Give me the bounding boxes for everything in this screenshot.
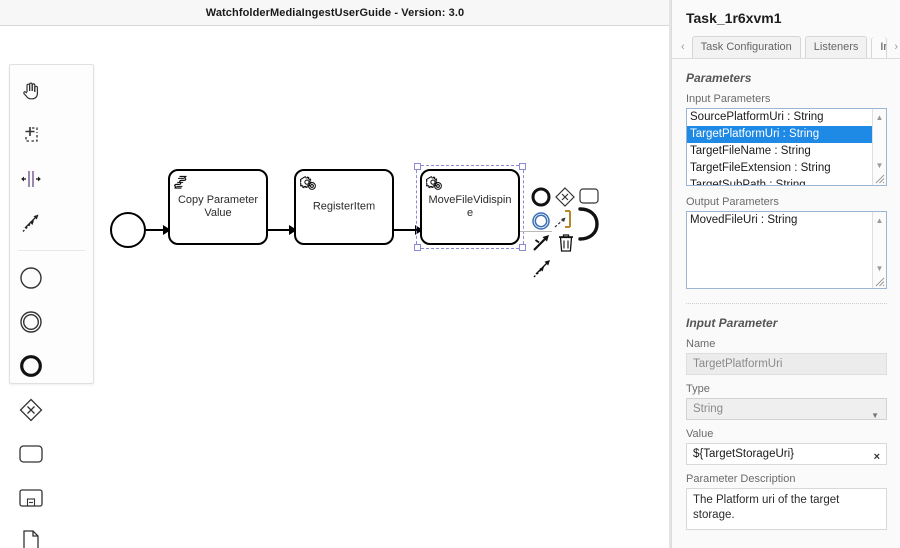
parameter-description-field[interactable]: The Platform uri of the target storage. <box>686 488 887 530</box>
tab-listeners[interactable]: Listeners <box>804 36 868 58</box>
value-field[interactable]: ${TargetStorageUri} × <box>686 443 887 465</box>
append-gateway-icon[interactable] <box>554 186 576 208</box>
task-icon[interactable] <box>10 432 52 476</box>
clear-value-icon[interactable]: × <box>873 451 880 463</box>
panel-splitter[interactable] <box>669 0 671 548</box>
section-divider <box>686 303 887 304</box>
input-parameters-listbox[interactable]: SourcePlatformUri : String TargetPlatfor… <box>686 108 887 186</box>
service-task-icon <box>298 174 320 194</box>
input-parameters-label: Input Parameters <box>686 93 771 105</box>
palette-divider <box>18 250 85 251</box>
sequence-flow-1-arrow <box>163 225 171 235</box>
tab-scroll-left[interactable]: ‹ <box>681 41 685 53</box>
context-pad-connector <box>520 231 552 232</box>
type-select-value: String <box>693 403 724 415</box>
delete-icon[interactable] <box>556 232 578 254</box>
diagram-title-bar: WatchfolderMediaIngestUserGuide - Versio… <box>0 0 670 26</box>
append-task-icon[interactable] <box>578 186 600 208</box>
value-field-text: ${TargetStorageUri} <box>693 448 795 460</box>
sequence-flow-2-arrow <box>289 225 297 235</box>
hand-tool-icon[interactable] <box>10 69 52 113</box>
append-intermediate-event-icon[interactable] <box>530 210 552 232</box>
scroll-down-icon[interactable]: ▼ <box>875 160 884 170</box>
listbox-scrollbar[interactable]: ▲ ▼ <box>872 109 886 185</box>
bpmn-palette <box>9 64 94 548</box>
name-field[interactable]: TargetPlatformUri <box>686 353 887 375</box>
start-event[interactable] <box>110 212 146 248</box>
end-event-icon[interactable] <box>10 344 52 388</box>
resize-handle-se[interactable] <box>519 244 526 251</box>
input-parameter-heading: Input Parameter <box>686 316 778 330</box>
output-parameters-listbox[interactable]: MovedFileUri : String ▲ ▼ <box>686 211 887 289</box>
parameters-section: Parameters Input Parameters SourcePlatfo… <box>672 59 900 304</box>
start-event-icon[interactable] <box>10 256 52 300</box>
append-end-event-icon[interactable] <box>530 186 552 208</box>
lasso-tool-icon[interactable] <box>10 113 52 157</box>
element-title: Task_1r6xvm1 <box>686 10 782 26</box>
scroll-down-icon[interactable]: ▼ <box>875 263 884 273</box>
change-type-icon[interactable] <box>530 256 552 278</box>
sequence-flow-2[interactable] <box>268 229 292 231</box>
tab-task-configuration[interactable]: Task Configuration <box>691 36 801 58</box>
scroll-up-icon[interactable]: ▲ <box>875 112 884 122</box>
type-select[interactable]: String ▼ <box>686 398 887 420</box>
name-label: Name <box>686 338 716 350</box>
global-connect-tool-icon[interactable] <box>10 201 52 245</box>
sequence-flow-3-arrow <box>415 225 423 235</box>
append-text-annotation-icon[interactable] <box>552 208 574 230</box>
properties-tab-bar: ‹ Task Configuration Listeners In › <box>672 32 900 59</box>
list-item[interactable]: TargetPlatformUri : String <box>687 126 886 143</box>
value-label: Value <box>686 428 714 440</box>
input-parameter-section: Input Parameter Name TargetPlatformUri T… <box>672 304 900 530</box>
resize-grip-icon[interactable] <box>874 173 885 184</box>
task-register-item[interactable]: RegisterItem <box>294 169 394 245</box>
list-item[interactable]: MovedFileUri : String <box>690 214 798 226</box>
sequence-flow-1[interactable] <box>146 229 166 231</box>
loop-marker-icon[interactable] <box>574 206 602 242</box>
task-copy-parameter-value[interactable]: Copy Parameter Value <box>168 169 268 245</box>
list-item[interactable]: TargetFileName : String <box>690 145 811 157</box>
data-object-icon[interactable] <box>10 520 52 548</box>
task-move-file-vidispine[interactable]: MoveFileVidispine <box>420 169 520 245</box>
tab-input-output[interactable]: In <box>871 37 888 58</box>
tab-scroll-right[interactable]: › <box>894 41 898 53</box>
list-item[interactable]: TargetSubPath : String <box>690 179 806 186</box>
service-task-icon <box>424 174 446 194</box>
space-tool-icon[interactable] <box>10 157 52 201</box>
output-parameters-label: Output Parameters <box>686 196 779 208</box>
parameters-heading: Parameters <box>686 71 752 85</box>
subprocess-icon[interactable] <box>10 476 52 520</box>
properties-panel: Task_1r6xvm1 ‹ Task Configuration Listen… <box>671 0 900 548</box>
resize-handle-nw[interactable] <box>414 163 421 170</box>
scroll-up-icon[interactable]: ▲ <box>875 215 884 225</box>
bpmn-canvas[interactable]: Copy Parameter Value RegisterItem <box>0 26 669 548</box>
list-item[interactable]: SourcePlatformUri : String <box>690 111 824 123</box>
page-title: WatchfolderMediaIngestUserGuide - Versio… <box>205 6 465 19</box>
resize-handle-sw[interactable] <box>414 244 421 251</box>
intermediate-event-icon[interactable] <box>10 300 52 344</box>
chevron-down-icon: ▼ <box>871 411 879 420</box>
resize-grip-icon[interactable] <box>874 276 885 287</box>
task-label: Copy Parameter Value <box>177 194 259 219</box>
resize-handle-ne[interactable] <box>519 163 526 170</box>
script-task-icon <box>174 174 194 194</box>
task-label: RegisterItem <box>312 200 376 213</box>
gateway-icon[interactable] <box>10 388 52 432</box>
sequence-flow-3[interactable] <box>394 229 418 231</box>
task-label: MoveFileVidispine <box>428 194 512 219</box>
connect-icon[interactable] <box>530 232 552 254</box>
listbox-scrollbar[interactable]: ▲ ▼ <box>872 212 886 288</box>
parameter-description-label: Parameter Description <box>686 473 796 485</box>
selection-outline <box>414 163 526 251</box>
type-label: Type <box>686 383 710 395</box>
list-item[interactable]: TargetFileExtension : String <box>690 162 831 174</box>
